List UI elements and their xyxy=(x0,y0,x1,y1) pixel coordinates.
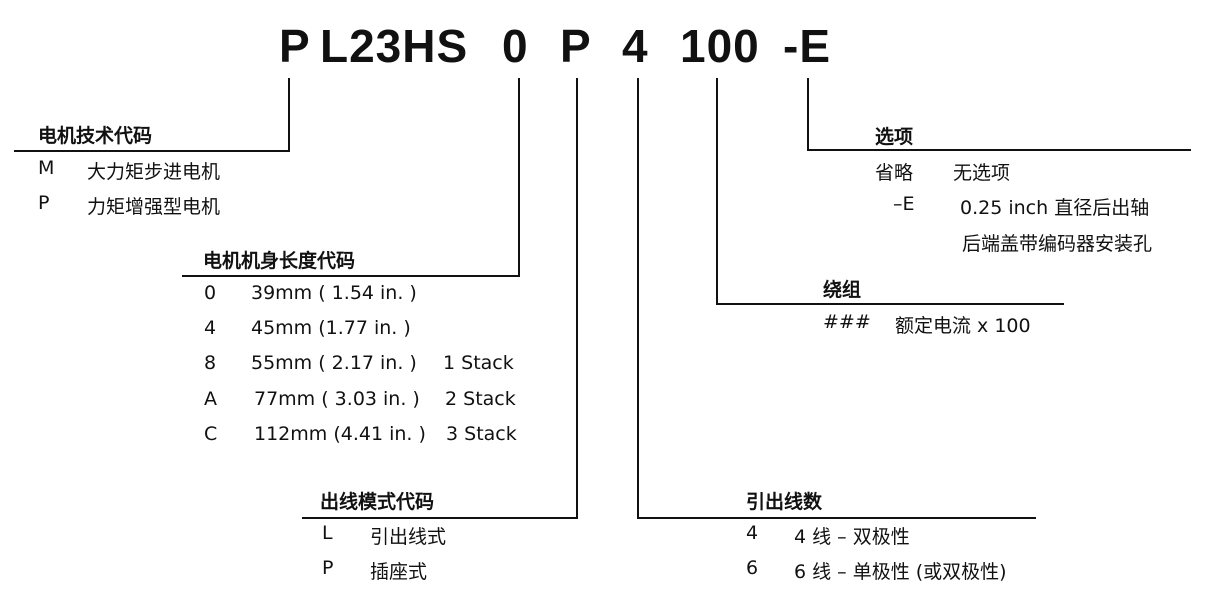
motor-type-desc: 大力矩步进电机 xyxy=(87,161,221,183)
wires-desc: 6 线 – 单极性 (或双极性) xyxy=(794,561,1007,583)
options-code: –E xyxy=(893,193,915,215)
code-segment-option: -E xyxy=(783,20,831,72)
connector-length-vertical xyxy=(518,78,520,277)
length-stack: 3 Stack xyxy=(446,423,517,445)
winding-desc: 额定电流 x 100 xyxy=(895,315,1031,337)
connector-lead-vertical xyxy=(576,78,578,519)
options-code: 省略 xyxy=(875,162,914,184)
wires-code: 6 xyxy=(746,557,759,579)
connector-lead-horizontal xyxy=(302,517,578,519)
code-segment-lead: P xyxy=(560,20,592,72)
length-stack: 2 Stack xyxy=(445,388,516,410)
connector-motor-type-vertical xyxy=(288,78,290,152)
connector-motor-type-horizontal xyxy=(14,150,290,152)
length-size: 55mm ( 2.17 in. ) xyxy=(251,352,417,374)
motor-type-desc: 力矩增强型电机 xyxy=(87,196,221,218)
lead-code: L xyxy=(322,522,333,544)
winding-title: 绕组 xyxy=(823,279,862,301)
connector-length-horizontal xyxy=(182,275,520,277)
code-segment-winding: 100 xyxy=(680,20,760,72)
options-desc: 0.25 inch 直径后出轴 xyxy=(960,197,1150,219)
length-code: 4 xyxy=(204,317,217,339)
length-title: 电机机身长度代码 xyxy=(203,250,356,272)
motor-type-code: M xyxy=(38,157,55,179)
connector-wires-horizontal xyxy=(637,517,1036,519)
connector-option-vertical xyxy=(807,78,809,151)
length-size: 112mm (4.41 in. ) xyxy=(254,423,426,445)
length-stack: 1 Stack xyxy=(443,352,514,374)
code-segment-series: L23HS xyxy=(320,20,469,72)
connector-option-horizontal xyxy=(807,149,1191,151)
wires-code: 4 xyxy=(746,522,759,544)
connector-winding-horizontal xyxy=(716,303,1064,305)
winding-code: ### xyxy=(823,311,871,333)
code-segment-wires: 4 xyxy=(622,20,649,72)
length-code: A xyxy=(204,388,217,410)
options-title: 选项 xyxy=(875,126,914,148)
connector-wires-vertical xyxy=(637,78,639,519)
options-desc: 无选项 xyxy=(953,162,1011,184)
code-segment-motor-type: P xyxy=(279,20,311,72)
lead-code: P xyxy=(322,557,334,579)
wires-title: 引出线数 xyxy=(746,491,823,513)
length-code: C xyxy=(204,423,218,445)
motor-type-title: 电机技术代码 xyxy=(38,125,153,147)
lead-title: 出线模式代码 xyxy=(320,491,435,513)
options-desc: 后端盖带编码器安装孔 xyxy=(962,233,1153,255)
length-code: 8 xyxy=(204,352,217,374)
lead-desc: 插座式 xyxy=(370,561,428,583)
motor-type-code: P xyxy=(38,192,50,214)
code-segment-length: 0 xyxy=(502,20,529,72)
length-size: 45mm (1.77 in. ) xyxy=(251,317,411,339)
wires-desc: 4 线 – 双极性 xyxy=(794,526,910,548)
length-code: 0 xyxy=(204,282,217,304)
length-size: 77mm ( 3.03 in. ) xyxy=(254,388,420,410)
connector-winding-vertical xyxy=(716,78,718,305)
length-size: 39mm ( 1.54 in. ) xyxy=(251,282,417,304)
lead-desc: 引出线式 xyxy=(370,526,447,548)
